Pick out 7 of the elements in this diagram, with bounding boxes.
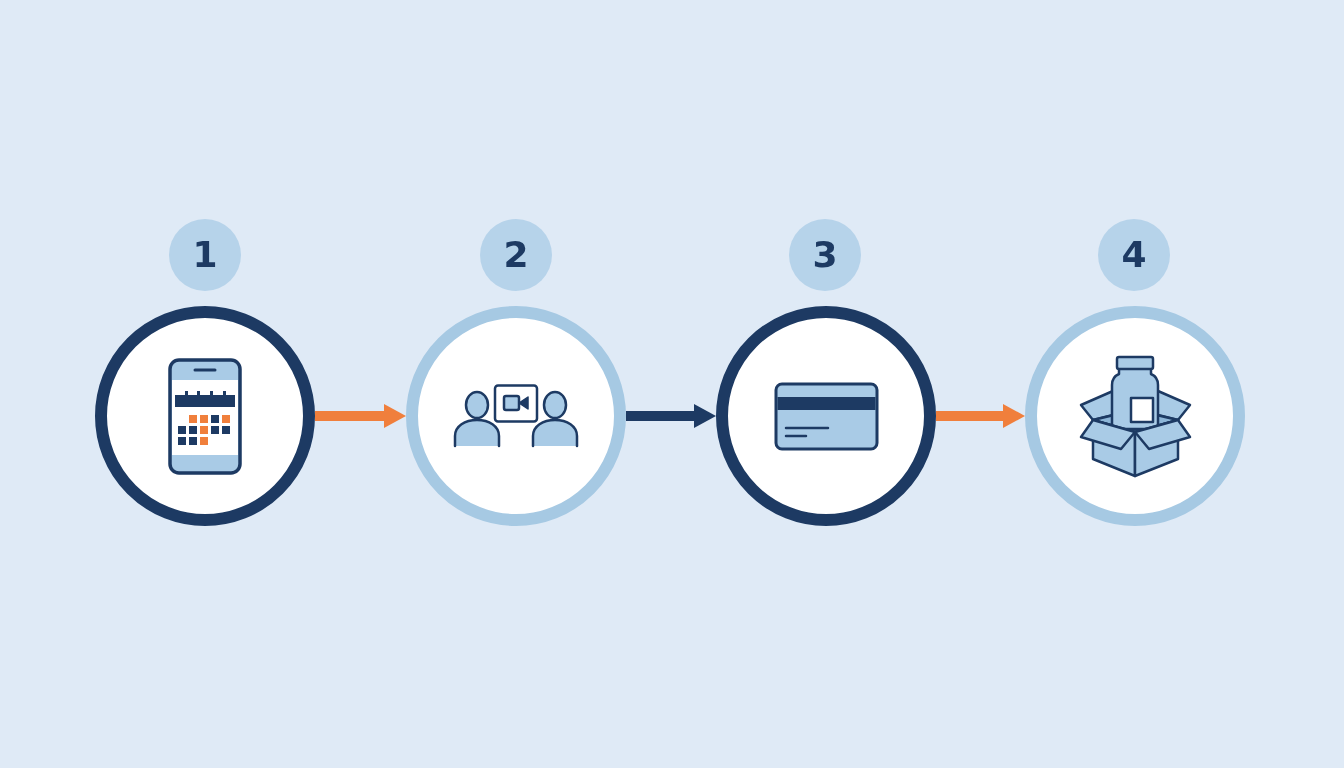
arrow	[315, 404, 406, 428]
step-number: 2	[503, 237, 529, 273]
step-number: 1	[192, 237, 218, 273]
step-number: 4	[1121, 237, 1147, 273]
step-number: 3	[812, 237, 838, 273]
arrow	[626, 404, 716, 428]
arrow	[936, 404, 1025, 428]
